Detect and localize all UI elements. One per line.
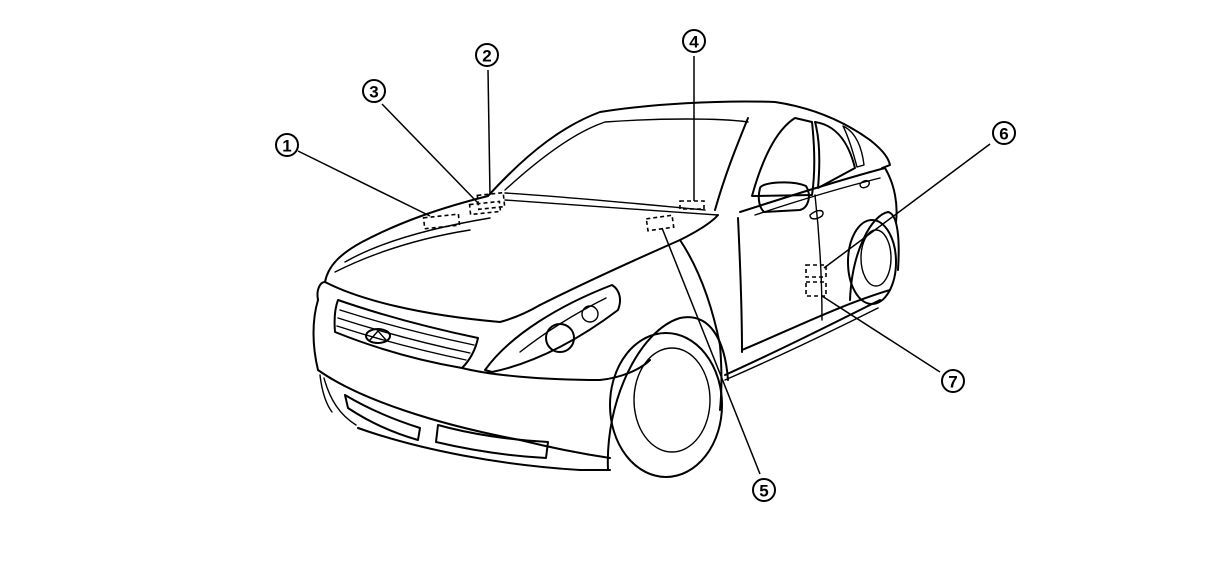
windshield-top: [504, 118, 749, 191]
leader-line-7: [821, 295, 941, 373]
headlight-inner: [519, 297, 607, 353]
fog-lamp: [435, 424, 549, 459]
callout-label: 2: [482, 47, 491, 66]
component-marker-1: [422, 213, 461, 230]
headlight: [484, 284, 621, 373]
leader-lines: [297, 56, 991, 475]
leader-line-2: [487, 69, 491, 196]
quarter-window: [842, 125, 865, 168]
callouts: 1 2 3 4 5 6 7: [275, 29, 1016, 502]
callout-label: 7: [948, 373, 957, 392]
chin: [357, 427, 611, 471]
component-marker-5: [645, 214, 675, 232]
component-marker-6: [805, 264, 827, 278]
callout-circle: [275, 133, 299, 157]
bumper-lower: [323, 377, 357, 426]
front-rim: [633, 347, 711, 453]
callout-circle: [752, 478, 776, 502]
callout-circle: [362, 79, 386, 103]
front-door-seam: [737, 217, 743, 353]
leader-line-3: [381, 103, 479, 204]
headlight-lens-2: [581, 305, 599, 323]
callout-4: 4: [682, 29, 706, 53]
rear-tire: [847, 219, 897, 305]
callout-5: 5: [752, 478, 776, 502]
callout-circle: [682, 29, 706, 53]
cowl-line: [504, 199, 719, 216]
front-tire: [609, 332, 723, 478]
trunk-line: [869, 139, 891, 169]
callout-label: 4: [689, 33, 699, 52]
front-door-handle: [809, 209, 824, 220]
front-bumper: [312, 299, 611, 459]
grille-bar-3: [336, 325, 467, 361]
callout-label: 6: [999, 125, 1008, 144]
grille-bar-1: [339, 309, 475, 346]
callout-label: 5: [759, 482, 768, 501]
callout-3: 3: [362, 79, 386, 103]
leader-line-1: [297, 150, 431, 217]
front-wheel-arch: [606, 316, 729, 471]
rear-door-handle: [859, 179, 870, 189]
grille-bar-2: [337, 317, 471, 354]
hood-front-edge: [324, 281, 541, 323]
hood-crease: [344, 217, 491, 263]
car-illustration: [312, 100, 900, 478]
door-belt-line: [754, 177, 881, 216]
a-pillar: [714, 117, 749, 211]
roof-outline: [487, 100, 871, 197]
callout-label: 1: [282, 137, 291, 156]
callout-circle: [941, 369, 965, 393]
bumper-side: [461, 359, 651, 381]
hood-side-edge: [539, 214, 719, 306]
rear-wheel-arch: [849, 211, 900, 301]
component-marker-3: [468, 200, 502, 216]
callout-2: 2: [475, 43, 499, 67]
side-mirror: [757, 181, 810, 213]
bumper-corner: [319, 374, 333, 413]
rocker-lower: [724, 307, 879, 381]
bumper-top: [316, 281, 326, 301]
windshield-base: [504, 192, 706, 211]
component-marker-4: [679, 200, 705, 210]
callout-circle: [992, 121, 1016, 145]
callout-6: 6: [992, 121, 1016, 145]
lower-intake: [344, 394, 421, 441]
hood-outline: [324, 195, 489, 283]
side-body-lower: [741, 289, 891, 351]
side-body-upper: [739, 167, 898, 223]
callout-7: 7: [941, 369, 965, 393]
center-door-seam: [814, 194, 823, 321]
component-marker-7: [805, 281, 827, 297]
infiniti-emblem-mark: [369, 330, 387, 341]
front-door-window: [751, 117, 816, 197]
callout-1: 1: [275, 133, 299, 157]
rear-rim: [860, 229, 892, 287]
leader-line-5: [661, 227, 761, 475]
rear-door-window: [814, 121, 856, 189]
hood-crease-2: [334, 229, 471, 273]
callout-label: 3: [369, 83, 378, 102]
infiniti-emblem: [365, 328, 391, 344]
rocker-panel: [724, 299, 881, 376]
leader-line-6: [823, 143, 991, 269]
callout-circle: [475, 43, 499, 67]
